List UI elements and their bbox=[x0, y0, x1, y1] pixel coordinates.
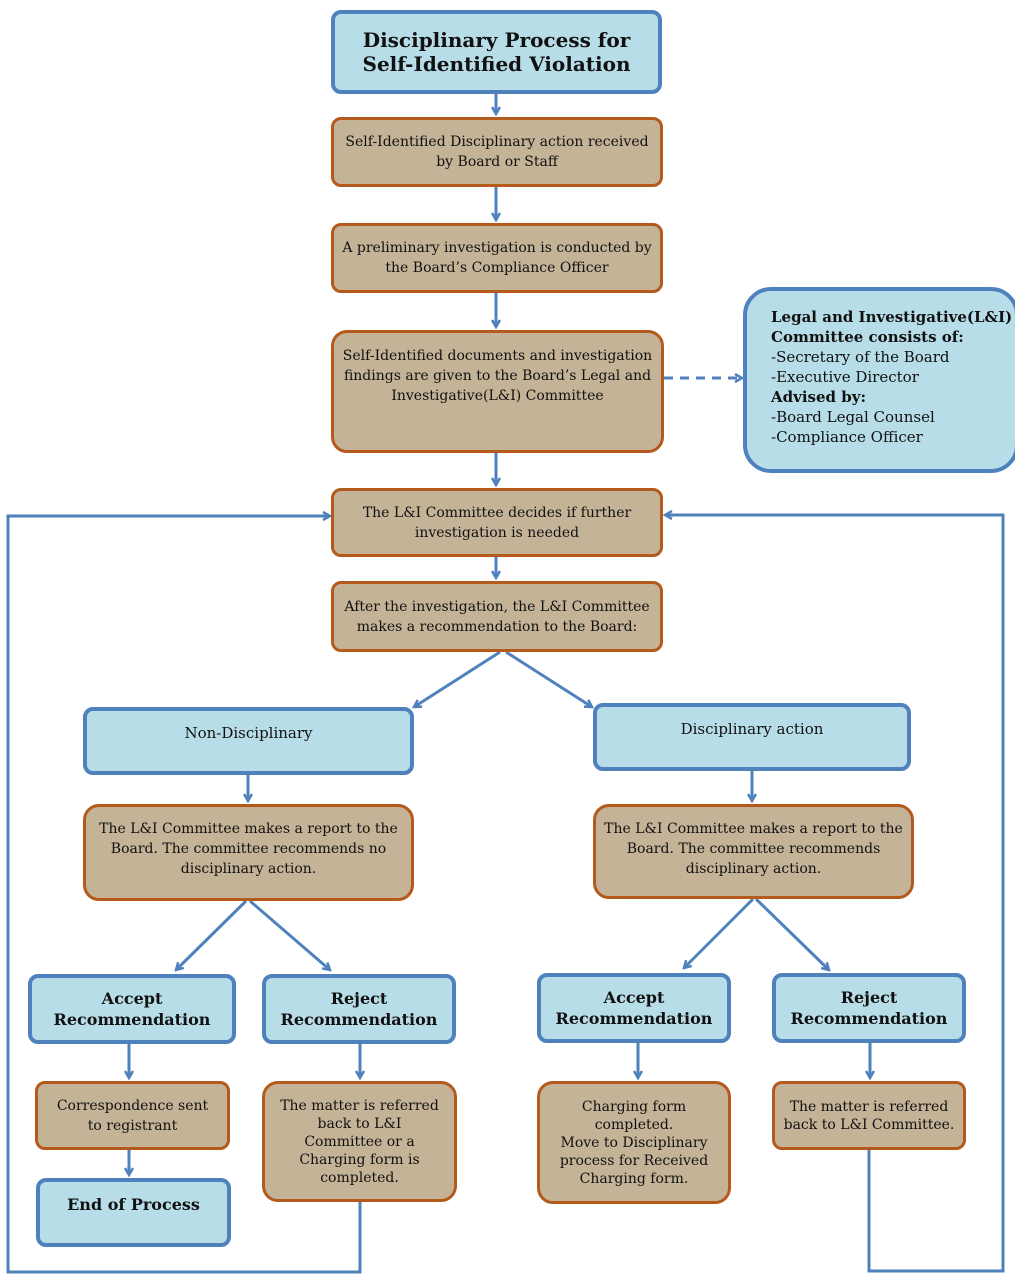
step-received: Self-Identified Disciplinary action rece… bbox=[331, 117, 663, 187]
disciplinary-box: Disciplinary action bbox=[593, 703, 911, 771]
committee-heading-1: Legal and Investigative(L&I) bbox=[771, 308, 1013, 326]
end-of-process-label: End of Process bbox=[67, 1195, 200, 1214]
nd-referred-line-2: back to L&I bbox=[317, 1115, 402, 1132]
nd-accept-box: Accept Recommendation bbox=[28, 974, 236, 1044]
charging-box: Charging form completed. Move to Discipl… bbox=[537, 1081, 731, 1204]
correspondence-box: Correspondence sent to registrant bbox=[35, 1081, 230, 1150]
nd-referred-line-3: Committee or a bbox=[304, 1133, 415, 1150]
end-of-process-box: End of Process bbox=[36, 1178, 231, 1247]
step-documents-line-2: findings are given to the Board’s Legal … bbox=[343, 368, 652, 384]
d-reject-line-1: Reject bbox=[840, 988, 898, 1007]
nd-referred-box: The matter is referred back to L&I Commi… bbox=[262, 1081, 457, 1202]
charging-line-3: Move to Disciplinary bbox=[560, 1134, 708, 1151]
non-disciplinary-label: Non-Disciplinary bbox=[184, 724, 313, 742]
title-box: Disciplinary Process for Self-Identified… bbox=[331, 10, 662, 94]
arrow-nd-report-to-accept bbox=[176, 899, 248, 970]
nd-referred-line-4: Charging form is bbox=[299, 1151, 420, 1168]
d-reject-line-2: Recommendation bbox=[790, 1009, 948, 1028]
arrow-to-non-disciplinary bbox=[414, 650, 501, 707]
committee-advisor-1: -Board Legal Counsel bbox=[771, 408, 935, 426]
step-preliminary-line-2: the Board’s Compliance Officer bbox=[385, 260, 609, 276]
charging-line-2: completed. bbox=[594, 1116, 674, 1133]
step-preliminary: A preliminary investigation is conducted… bbox=[331, 223, 663, 293]
step-recommendation-line-1: After the investigation, the L&I Committ… bbox=[344, 598, 650, 615]
committee-advised-heading: Advised by: bbox=[771, 388, 866, 406]
step-recommendation: After the investigation, the L&I Committ… bbox=[331, 581, 663, 652]
d-report-line-1: The L&I Committee makes a report to the bbox=[604, 821, 903, 837]
nd-report-line-2: Board. The committee recommends no bbox=[110, 841, 387, 857]
step-preliminary-line-1: A preliminary investigation is conducted… bbox=[342, 240, 652, 256]
step-documents-line-3: Investigative(L&I) Committee bbox=[391, 388, 604, 404]
disciplinary-label: Disciplinary action bbox=[680, 720, 824, 738]
nd-report-line-1: The L&I Committee makes a report to the bbox=[99, 821, 398, 837]
nd-reject-line-1: Reject bbox=[330, 989, 388, 1008]
committee-member-1: -Secretary of the Board bbox=[771, 348, 950, 366]
nd-reject-box: Reject Recommendation bbox=[262, 974, 456, 1044]
d-referred-line-1: The matter is referred bbox=[789, 1098, 949, 1115]
correspondence-line-1: Correspondence sent bbox=[56, 1097, 209, 1114]
nd-reject-line-2: Recommendation bbox=[280, 1010, 438, 1029]
loop-back-left bbox=[6, 516, 362, 1274]
charging-line-4: process for Received bbox=[559, 1152, 709, 1169]
step-received-line-2: by Board or Staff bbox=[436, 154, 558, 170]
committee-member-2: -Executive Director bbox=[771, 368, 919, 386]
d-referred-line-2: back to L&I Committee. bbox=[783, 1116, 955, 1133]
title-line-2: Self-Identified Violation bbox=[362, 52, 631, 76]
d-accept-box: Accept Recommendation bbox=[537, 973, 731, 1043]
nd-accept-line-2: Recommendation bbox=[53, 1010, 211, 1029]
committee-info-box: Legal and Investigative(L&I) Committee c… bbox=[743, 287, 1015, 473]
nd-referred-line-1: The matter is referred bbox=[280, 1097, 439, 1114]
committee-advisor-2: -Compliance Officer bbox=[771, 428, 923, 446]
charging-line-1: Charging form bbox=[581, 1098, 687, 1115]
d-accept-line-2: Recommendation bbox=[555, 1009, 713, 1028]
step-documents-line-1: Self-Identified documents and investigat… bbox=[342, 348, 653, 364]
committee-heading-2: Committee consists of: bbox=[771, 328, 964, 346]
d-accept-line-1: Accept bbox=[603, 988, 665, 1007]
step-recommendation-line-2: makes a recommendation to the Board: bbox=[356, 618, 638, 635]
title-line-1: Disciplinary Process for bbox=[362, 28, 631, 52]
charging-line-5: Charging form. bbox=[579, 1170, 689, 1187]
step-decides-line-1: The L&I Committee decides if further bbox=[362, 504, 632, 521]
nd-report-line-3: disciplinary action. bbox=[180, 861, 317, 877]
d-report-box: The L&I Committee makes a report to the … bbox=[593, 804, 914, 899]
arrow-to-disciplinary bbox=[505, 650, 592, 707]
d-report-line-2: Board. The committee recommends bbox=[626, 841, 881, 857]
loop-back-right bbox=[665, 515, 1005, 1273]
nd-referred-line-5: completed. bbox=[320, 1169, 399, 1186]
arrow-nd-report-to-reject bbox=[249, 899, 330, 970]
arrow-d-report-to-accept bbox=[684, 897, 755, 968]
step-decides: The L&I Committee decides if further inv… bbox=[331, 488, 663, 557]
d-reject-box: Reject Recommendation bbox=[772, 973, 966, 1043]
d-referred-box: The matter is referred back to L&I Commi… bbox=[772, 1081, 966, 1150]
step-received-line-1: Self-Identified Disciplinary action rece… bbox=[345, 134, 649, 150]
non-disciplinary-box: Non-Disciplinary bbox=[83, 707, 414, 775]
d-report-line-3: disciplinary action. bbox=[685, 861, 822, 877]
nd-accept-line-1: Accept bbox=[101, 989, 163, 1008]
correspondence-line-2: to registrant bbox=[87, 1117, 178, 1134]
nd-report-box: The L&I Committee makes a report to the … bbox=[83, 804, 414, 901]
step-documents: Self-Identified documents and investigat… bbox=[331, 330, 664, 453]
step-decides-line-2: investigation is needed bbox=[414, 524, 580, 541]
arrow-d-report-to-reject bbox=[754, 897, 829, 970]
